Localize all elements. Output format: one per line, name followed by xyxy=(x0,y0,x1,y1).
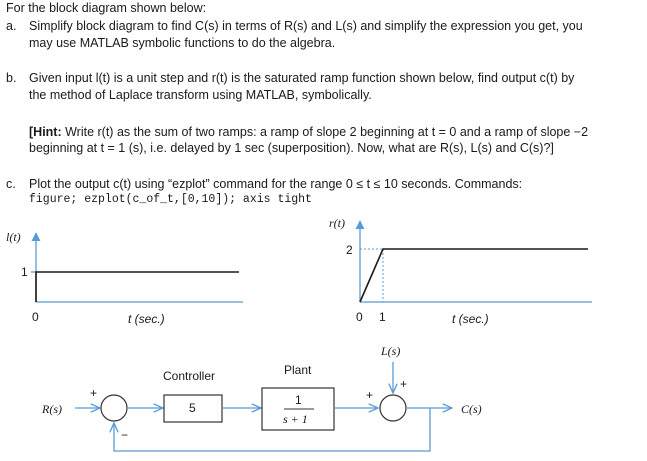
sum2-plus-left: + xyxy=(366,388,374,402)
sum1-plus-sign: + xyxy=(90,386,98,400)
question-b-line2: the method of Laplace transform using MA… xyxy=(29,88,372,102)
plot-l xyxy=(31,232,243,303)
plot-r-xlabel: t (sec.) xyxy=(452,312,489,326)
question-b-line1: Given input l(t) is a unit step and r(t)… xyxy=(29,71,575,85)
question-a-line2: may use MATLAB symbolic functions to do … xyxy=(29,36,336,50)
plot-r-xtick-0: 0 xyxy=(356,310,363,324)
plot-l-xtick-label: 0 xyxy=(32,310,39,324)
plot-l-xlabel: t (sec.) xyxy=(128,312,165,326)
question-a-line1: Simplify block diagram to find C(s) in t… xyxy=(29,19,583,33)
plant-numerator: 1 xyxy=(295,393,302,407)
controller-label: Controller xyxy=(163,369,216,383)
controller-gain: 5 xyxy=(189,401,196,415)
hint-line1: [Hint: Write r(t) as the sum of two ramp… xyxy=(29,125,588,140)
question-b-marker: b. xyxy=(6,71,17,85)
sum2-plus-top: + xyxy=(400,377,408,391)
hint-label: [Hint: xyxy=(29,125,62,139)
question-c-line1: Plot the output c(t) using “ezplot” comm… xyxy=(29,177,523,191)
plot-r xyxy=(355,220,592,303)
question-c-commands: figure; ezplot(c_of_t,[0,10]); axis tigh… xyxy=(29,193,312,206)
hint-line2: beginning at t = 1 (s), i.e. delayed by … xyxy=(29,141,554,155)
input-r-label: R(s) xyxy=(42,402,62,416)
plot-l-ylabel: l(t) xyxy=(6,230,21,244)
plot-r-ytick-label: 2 xyxy=(346,243,353,257)
hint-line1-text: Write r(t) as the sum of two ramps: a ra… xyxy=(61,125,589,139)
plant-denominator: s + 1 xyxy=(283,412,308,426)
feedback-path xyxy=(114,408,431,452)
plant-label: Plant xyxy=(284,363,312,377)
summing-junction-1 xyxy=(100,394,128,422)
plot-r-xtick-1: 1 xyxy=(379,310,386,324)
sum1-minus-sign: − xyxy=(121,428,129,442)
plot-l-step-trace xyxy=(35,271,239,302)
question-a-marker: a. xyxy=(6,19,17,33)
plot-r-ylabel: r(t) xyxy=(329,216,345,230)
output-c-label: C(s) xyxy=(461,402,482,416)
block-diagram xyxy=(75,362,452,452)
plot-l-ytick-label: 1 xyxy=(21,265,28,279)
summing-junction-2 xyxy=(379,394,407,422)
question-c-marker: c. xyxy=(6,177,16,191)
intro-text: For the block diagram shown below: xyxy=(6,1,207,15)
input-l-label: L(s) xyxy=(381,344,401,358)
plot-r-ramp-trace xyxy=(359,248,588,303)
